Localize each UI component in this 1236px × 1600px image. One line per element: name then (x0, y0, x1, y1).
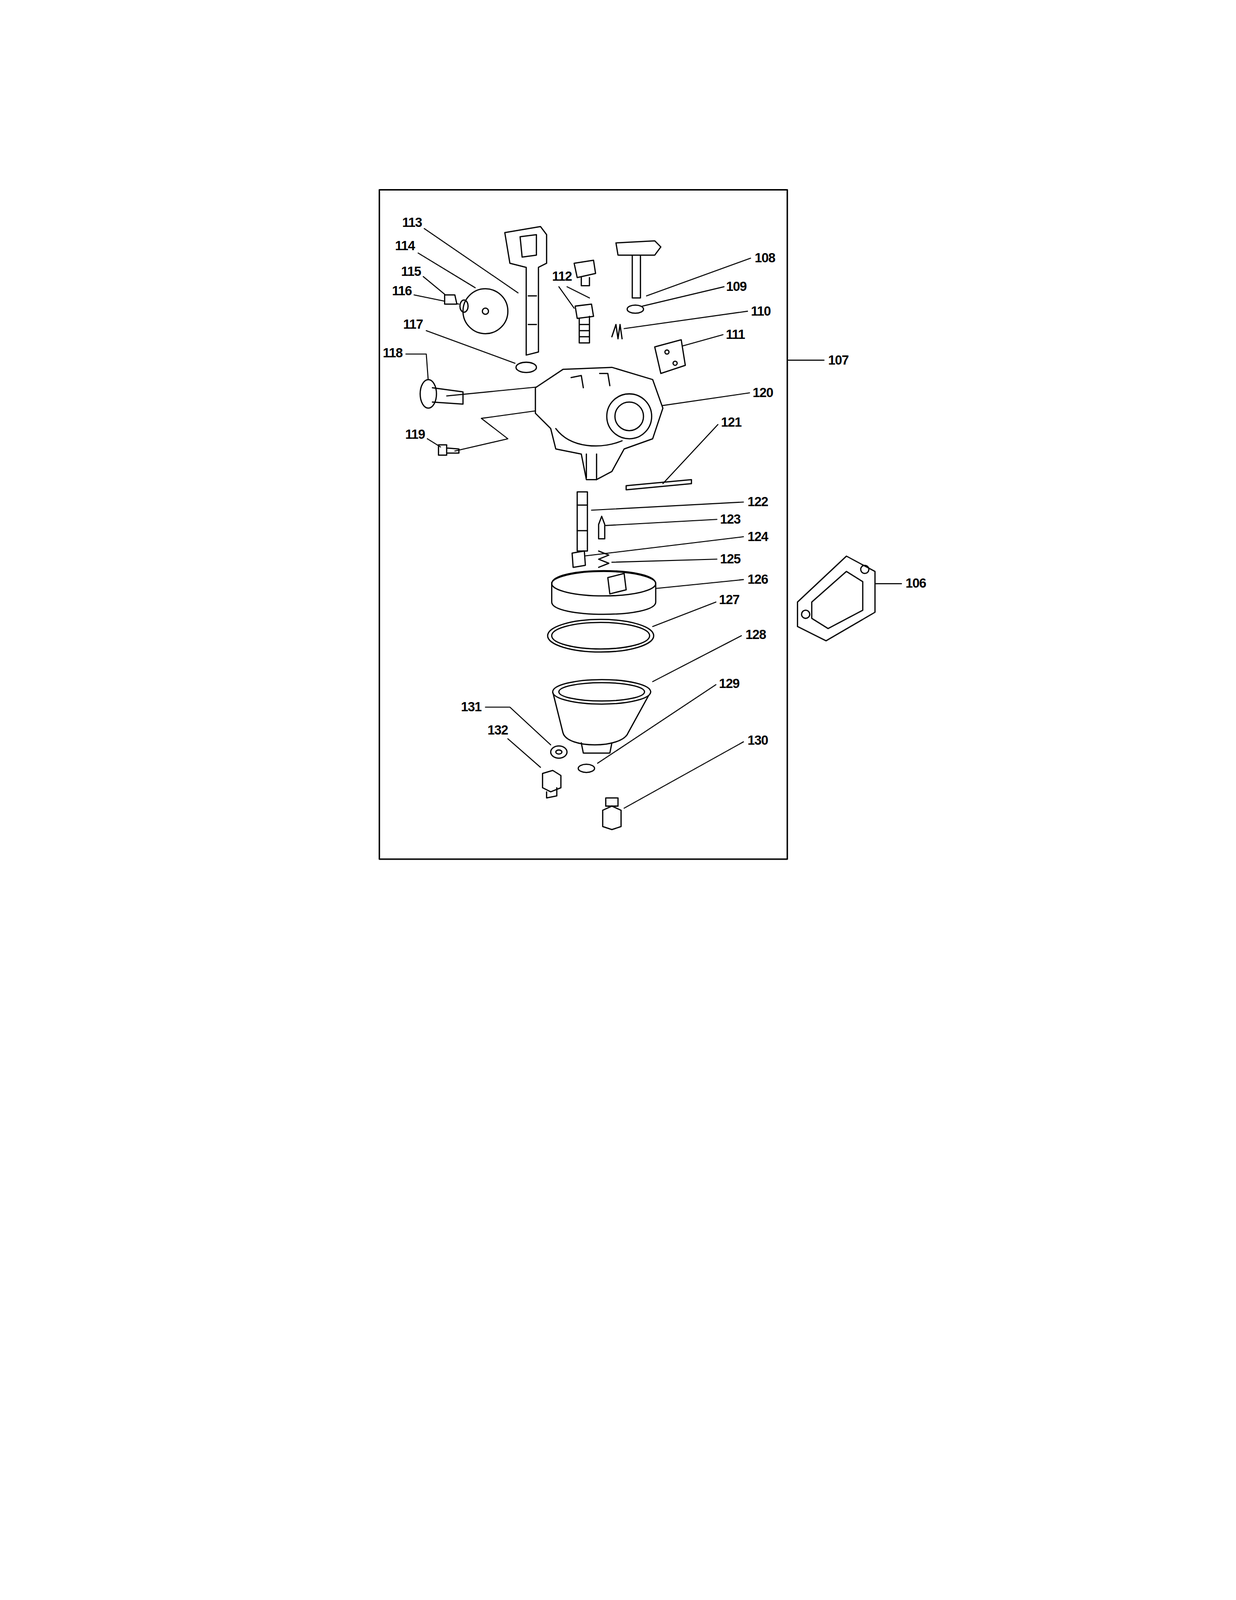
callout-number: 118 (381, 346, 404, 360)
callout-number: 121 (720, 415, 743, 429)
callout-number: 106 (904, 576, 927, 590)
callout-number: 109 (725, 280, 748, 294)
callout-number: 114 (394, 239, 416, 253)
callout-number: 131 (459, 700, 483, 714)
callout-number: 113 (401, 215, 424, 229)
callout-number: 123 (718, 512, 742, 526)
callout-number: 125 (718, 552, 742, 566)
callout-number: 115 (400, 264, 423, 278)
callout-number: 112 (551, 269, 573, 284)
callout-number: 126 (746, 572, 769, 587)
callout-number: 130 (746, 733, 769, 747)
callout-number: 132 (486, 723, 509, 737)
callout-number: 119 (404, 427, 427, 442)
callout-number: 128 (744, 627, 767, 641)
callout-number: 129 (717, 676, 741, 690)
callout-number: 117 (402, 317, 425, 332)
callout-number: 120 (751, 386, 775, 400)
callout-number: 127 (717, 593, 741, 607)
callout-number: 111 (724, 328, 746, 342)
callout-number: 108 (753, 251, 777, 265)
callout-number: 122 (746, 495, 769, 509)
callout-number: 116 (391, 284, 413, 298)
callout-number: 110 (749, 304, 772, 318)
callout-number: 107 (826, 353, 850, 367)
callout-number: 124 (746, 529, 769, 543)
